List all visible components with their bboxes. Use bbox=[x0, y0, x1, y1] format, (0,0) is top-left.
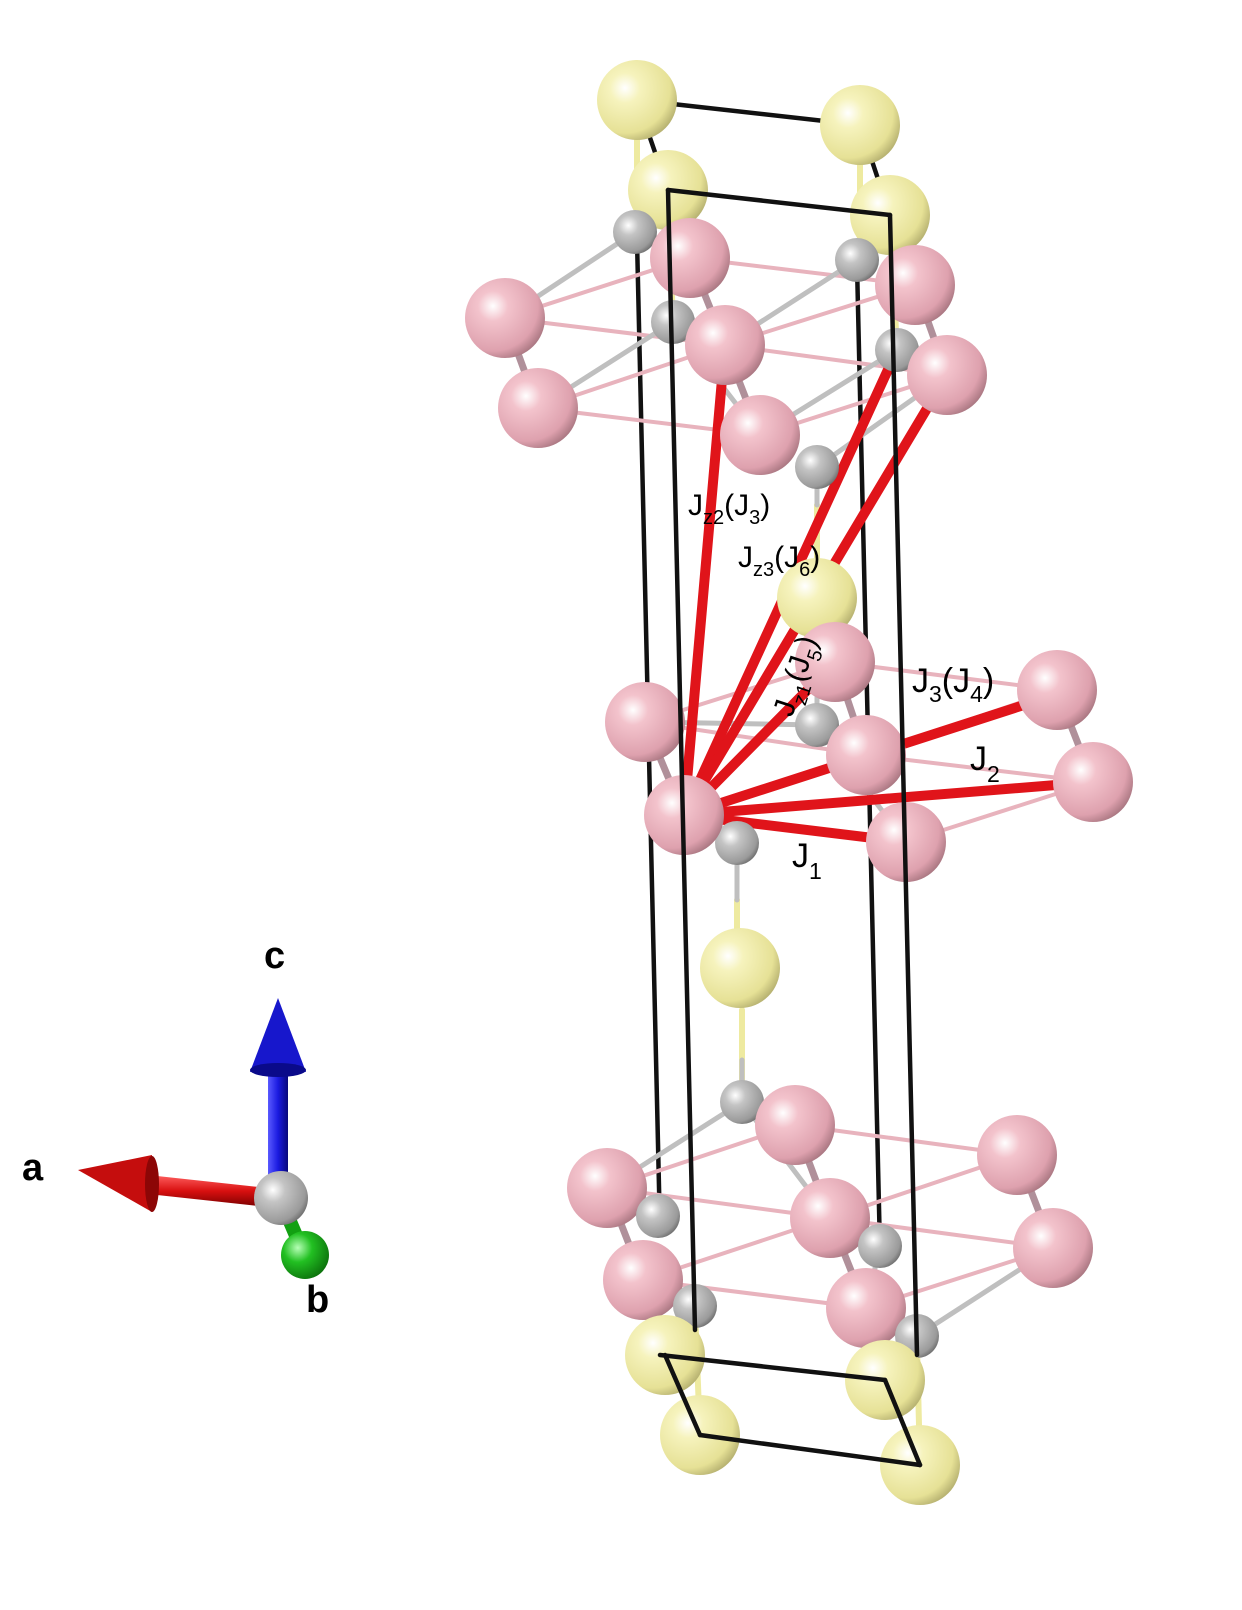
axis-c-shaft bbox=[268, 1065, 288, 1195]
atom-fe bbox=[826, 715, 906, 795]
label-j1: J1 bbox=[792, 837, 822, 884]
atom-c bbox=[875, 328, 919, 372]
atom-fe bbox=[790, 1178, 870, 1258]
axis-label-a: a bbox=[22, 1147, 44, 1189]
atom-fe bbox=[605, 682, 685, 762]
atom-c bbox=[858, 1224, 902, 1268]
axis-a-cone-base bbox=[145, 1156, 159, 1212]
atom-fe bbox=[977, 1115, 1057, 1195]
bond-jz2 bbox=[679, 340, 730, 820]
atom-c bbox=[795, 703, 839, 747]
atoms-bottom bbox=[567, 1080, 1093, 1505]
label-jz3: Jz3(J6) bbox=[738, 541, 820, 581]
axis-c-cone-base bbox=[250, 1063, 306, 1077]
axis-a-arrowhead bbox=[78, 1155, 152, 1212]
atom-c bbox=[795, 445, 839, 489]
atom-fe bbox=[720, 395, 800, 475]
atom-s bbox=[820, 85, 900, 165]
label-j2: J2 bbox=[970, 740, 1000, 787]
atom-fe bbox=[875, 245, 955, 325]
atom-fe bbox=[650, 218, 730, 298]
atom-fe bbox=[1053, 742, 1133, 822]
label-jz2: Jz2(J3) bbox=[688, 489, 770, 529]
atom-c bbox=[720, 1080, 764, 1124]
atom-c bbox=[835, 238, 879, 282]
label-j3: J3(J4) bbox=[912, 662, 994, 707]
atoms-middle bbox=[605, 558, 1133, 1008]
atom-s bbox=[700, 928, 780, 1008]
atom-c bbox=[715, 821, 759, 865]
atom-c bbox=[613, 210, 657, 254]
atom-fe bbox=[1017, 650, 1097, 730]
atom-fe bbox=[907, 335, 987, 415]
atom-fe bbox=[498, 368, 578, 448]
axis-a-shaft bbox=[148, 1175, 268, 1207]
atom-c bbox=[636, 1194, 680, 1238]
atom-fe bbox=[465, 278, 545, 358]
axis-triad: c a b bbox=[22, 935, 329, 1321]
axis-b-sphere bbox=[281, 1231, 329, 1279]
atom-fe bbox=[1013, 1208, 1093, 1288]
axis-label-c: c bbox=[264, 935, 285, 977]
atom-s bbox=[597, 60, 677, 140]
atom-fe bbox=[826, 1268, 906, 1348]
atom-s bbox=[777, 558, 857, 638]
atom-fe bbox=[567, 1148, 647, 1228]
atoms-top bbox=[465, 60, 987, 489]
bond-j2 bbox=[679, 777, 1098, 820]
axis-c-arrowhead bbox=[250, 998, 306, 1072]
atom-fe bbox=[685, 305, 765, 385]
atom-fe bbox=[603, 1240, 683, 1320]
atom-fe bbox=[795, 622, 875, 702]
atom-fe bbox=[755, 1085, 835, 1165]
axis-label-b: b bbox=[306, 1279, 329, 1321]
axis-origin-sphere bbox=[254, 1171, 308, 1225]
unit-cell-front bbox=[657, 187, 923, 1468]
